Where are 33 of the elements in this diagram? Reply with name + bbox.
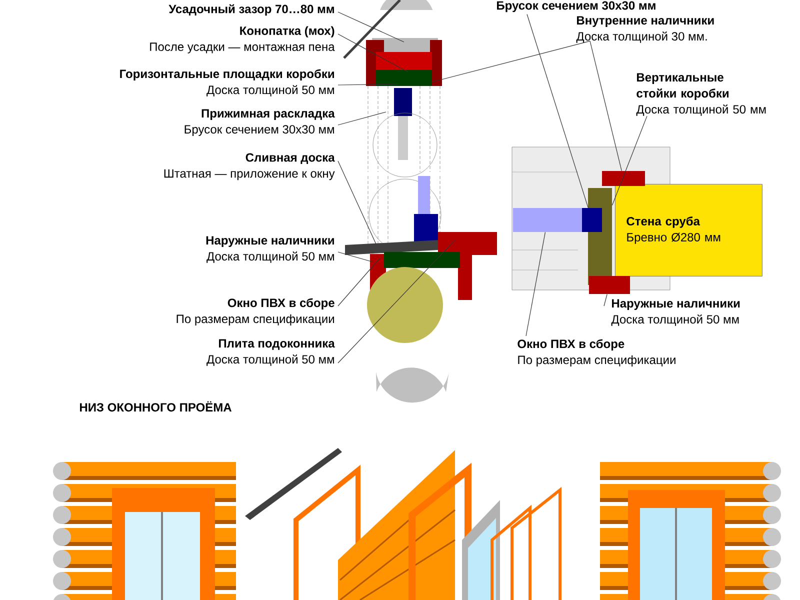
window-unit — [513, 208, 582, 232]
wall-block: Стена сруба Бревно Ø280 мм — [615, 184, 762, 276]
leader-line — [526, 14, 588, 208]
leader-line — [526, 232, 546, 336]
callout-text: Наружные наличники Доска толщиной 50 мм — [611, 299, 740, 326]
leader-line — [338, 252, 374, 262]
callout-text: Брусок сечением 30х30 мм — [497, 1, 656, 12]
leader-line — [338, 258, 380, 306]
clamp-bar — [582, 208, 602, 232]
leader-line — [338, 160, 376, 244]
leader-line — [338, 112, 386, 126]
callout-text: Окно ПВХ в сборе По размерам спецификации — [518, 339, 676, 366]
section-heading: НИЗ ОКОННОГО ПРОЁМА — [80, 401, 232, 412]
callout-text: Наружные наличники Доска толщиной 50 мм — [206, 236, 334, 263]
trim-board — [602, 171, 645, 186]
callout-text: Плита подоконника Доска толщиной 50 мм — [206, 339, 335, 366]
callout-text: Сливная доска Штатная — приложение к окну — [164, 153, 335, 180]
callout-text: Прижимная раскладка Брусок сечением 30х30 мм — [184, 109, 335, 136]
callout-text: Усадочный зазор 70…80 мм — [168, 4, 334, 16]
leader-line — [612, 116, 648, 206]
callout-text: Горизонтальные площадки коробки Доска толщиной 50 мм — [120, 69, 334, 96]
callout-text: Вертикальные стойки коробки Доска толщиной 50 мм — [636, 73, 766, 116]
leader-line — [338, 240, 456, 364]
leader-line — [590, 40, 622, 172]
callout-text: Окно ПВХ в сборе По размерам спецификации — [176, 298, 334, 326]
leader-line — [432, 40, 590, 82]
leader-line — [604, 294, 608, 306]
callout-text: Внутренние наличники Доска толщиной 30 мм. — [576, 16, 714, 43]
trim-board — [589, 276, 630, 294]
callout-text: Конопатка (мох) После усадки — монтажная пена — [150, 26, 335, 54]
leader-line — [338, 84, 398, 86]
leader-line — [338, 12, 404, 42]
leader-line — [338, 34, 408, 72]
